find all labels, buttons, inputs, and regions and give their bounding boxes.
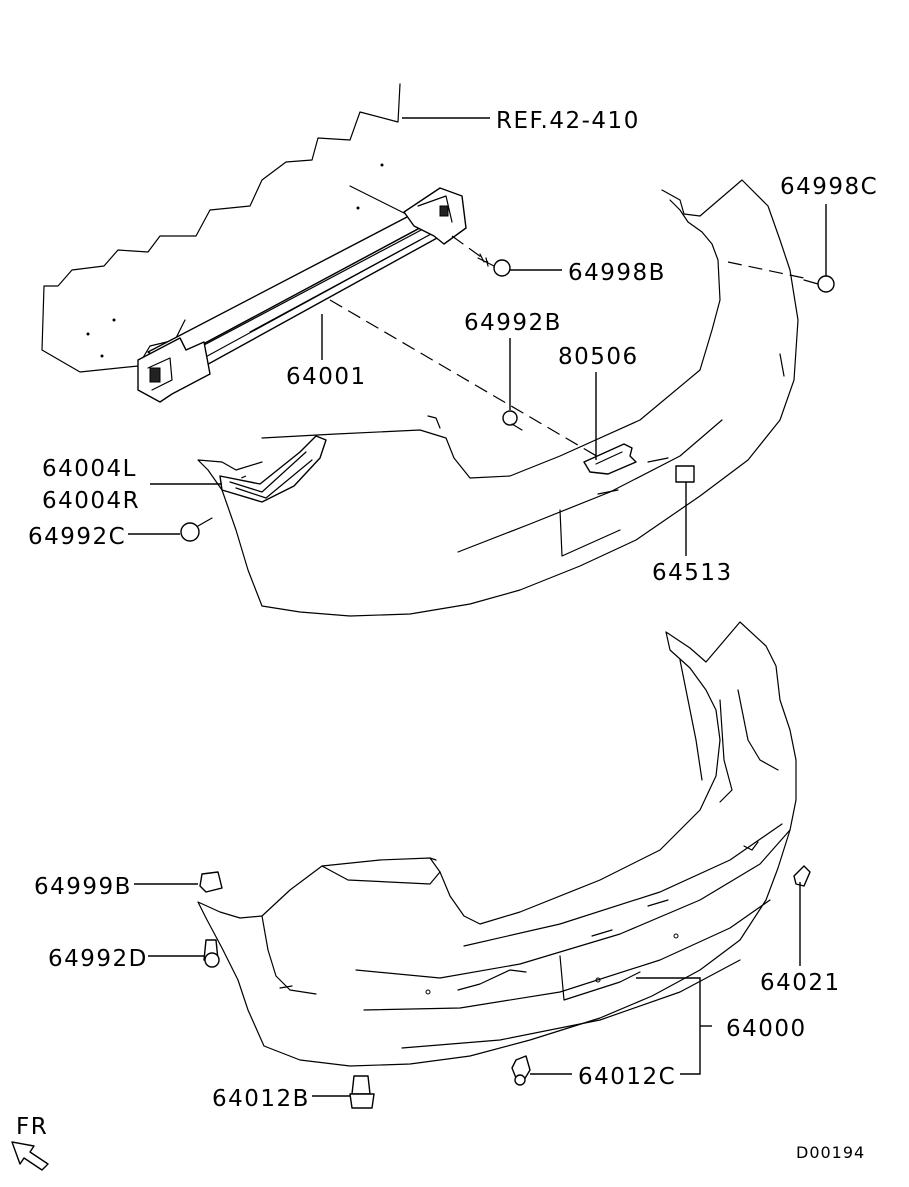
panel-hole (86, 332, 90, 336)
clip-64021 (793, 865, 811, 887)
upper-bumper-line (457, 419, 723, 553)
label-64998C: 64998C (780, 174, 878, 200)
label-64992D: 64992D (48, 946, 148, 972)
clip-64999B (199, 871, 223, 893)
fastener-64012B (349, 1075, 375, 1109)
bumper-cover (197, 621, 797, 1067)
bolt-64992D (203, 939, 220, 968)
label-64021: 64021 (760, 970, 841, 996)
plate-recess (559, 509, 621, 557)
upper-slot (647, 457, 669, 463)
upper-slot (597, 489, 619, 495)
reinforcement-beam (137, 187, 467, 403)
front-label: FR (16, 1114, 48, 1140)
label-64999B: 64999B (34, 874, 132, 900)
clip-64513 (675, 465, 695, 483)
label-64012B: 64012B (212, 1086, 310, 1112)
bracket-80506 (583, 443, 637, 475)
upper-bumper-outline (261, 199, 721, 479)
body-panel-outline (41, 83, 401, 373)
front-direction-arrow (11, 1141, 49, 1171)
panel-hole (356, 206, 360, 210)
label-64004L: 64004L (42, 456, 137, 482)
panel-hole (112, 318, 116, 322)
diagram-id: D00194 (796, 1143, 865, 1162)
side-bracket (219, 435, 327, 503)
label-64992C: 64992C (28, 524, 126, 550)
upper-bumper-line (779, 353, 785, 377)
label-64001: 64001 (286, 364, 367, 390)
screw-64998B (477, 253, 511, 277)
panel-hole (380, 163, 384, 167)
label-64004R: 64004R (42, 488, 140, 514)
assembly-line (727, 261, 805, 279)
screw-64998C (803, 275, 835, 293)
fastener-64012C (511, 1055, 531, 1086)
ref-label: REF.42-410 (496, 108, 640, 134)
label-64998B: 64998B (568, 260, 666, 286)
bolt-64992C (180, 517, 213, 542)
upper-clip-notch (427, 415, 441, 429)
assembly-line (451, 235, 489, 263)
body-panel-dashes (349, 185, 411, 217)
assembly-line (329, 299, 601, 459)
label-64513: 64513 (652, 560, 733, 586)
label-64992B: 64992B (464, 310, 562, 336)
leader-64000 (636, 977, 701, 1075)
label-64000: 64000 (726, 1016, 807, 1042)
panel-hole (100, 354, 104, 358)
bolt-64992B (502, 410, 523, 431)
label-64012C: 64012C (578, 1064, 676, 1090)
label-80506: 80506 (558, 344, 639, 370)
